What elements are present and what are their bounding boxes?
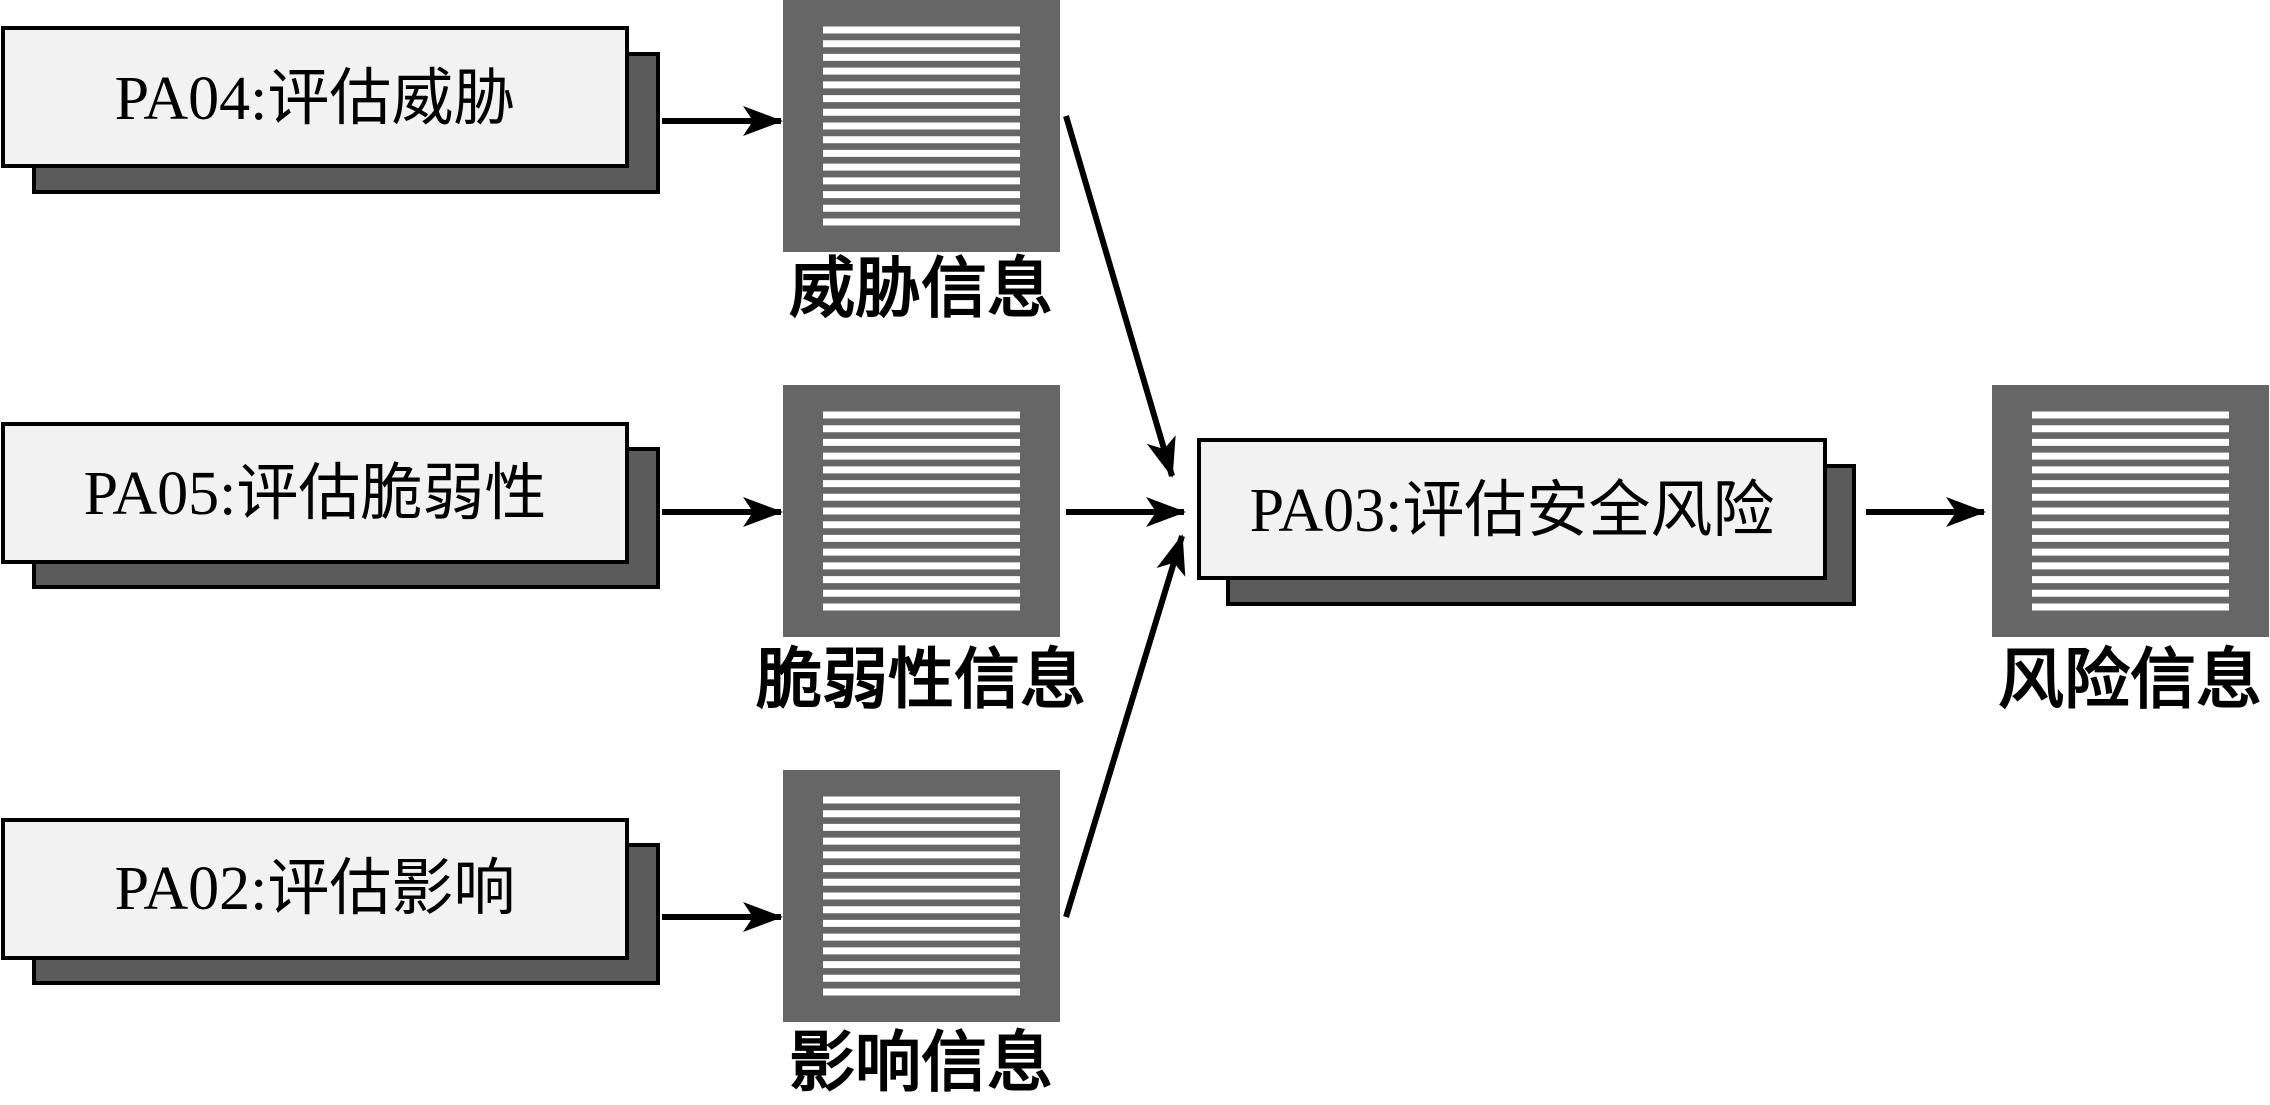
- process-pa05-label: PA05:评估脆弱性: [84, 460, 547, 528]
- process-pa03: PA03:评估安全风险: [1197, 438, 1856, 606]
- process-pa04-box: [1, 26, 629, 168]
- process-pa03-label: PA03:评估安全风险: [1250, 477, 1775, 545]
- document-impact-label: 影响信息: [789, 1023, 1053, 1101]
- document-threat: 威胁信息: [783, 0, 1060, 327]
- document-risk-label: 风险信息: [1998, 640, 2262, 718]
- process-pa03-box: [1197, 438, 1827, 580]
- document-vulnerability-label: 脆弱性信息: [756, 640, 1086, 718]
- document-risk: 风险信息: [1992, 385, 2269, 718]
- process-pa04-label: PA04:评估威胁: [115, 65, 516, 133]
- document-impact-icon: [783, 770, 1060, 1022]
- arrow-impact-to-pa03: [1063, 534, 1186, 918]
- document-risk-icon: [1992, 385, 2269, 637]
- arrow-threat-to-pa03: [1063, 115, 1176, 478]
- process-pa05-box: [1, 422, 629, 564]
- process-pa05: PA05:评估脆弱性: [1, 422, 660, 589]
- process-pa02-label: PA02:评估影响: [115, 855, 516, 923]
- document-threat-icon: [783, 0, 1060, 252]
- process-pa02-box: [1, 818, 629, 960]
- document-vulnerability: 脆弱性信息: [756, 385, 1086, 718]
- process-pa02: PA02:评估影响: [1, 818, 660, 985]
- document-vulnerability-icon: [783, 385, 1060, 637]
- process-pa04: PA04:评估威胁: [1, 26, 660, 194]
- document-impact: 影响信息: [783, 770, 1060, 1101]
- document-threat-label: 威胁信息: [789, 249, 1053, 327]
